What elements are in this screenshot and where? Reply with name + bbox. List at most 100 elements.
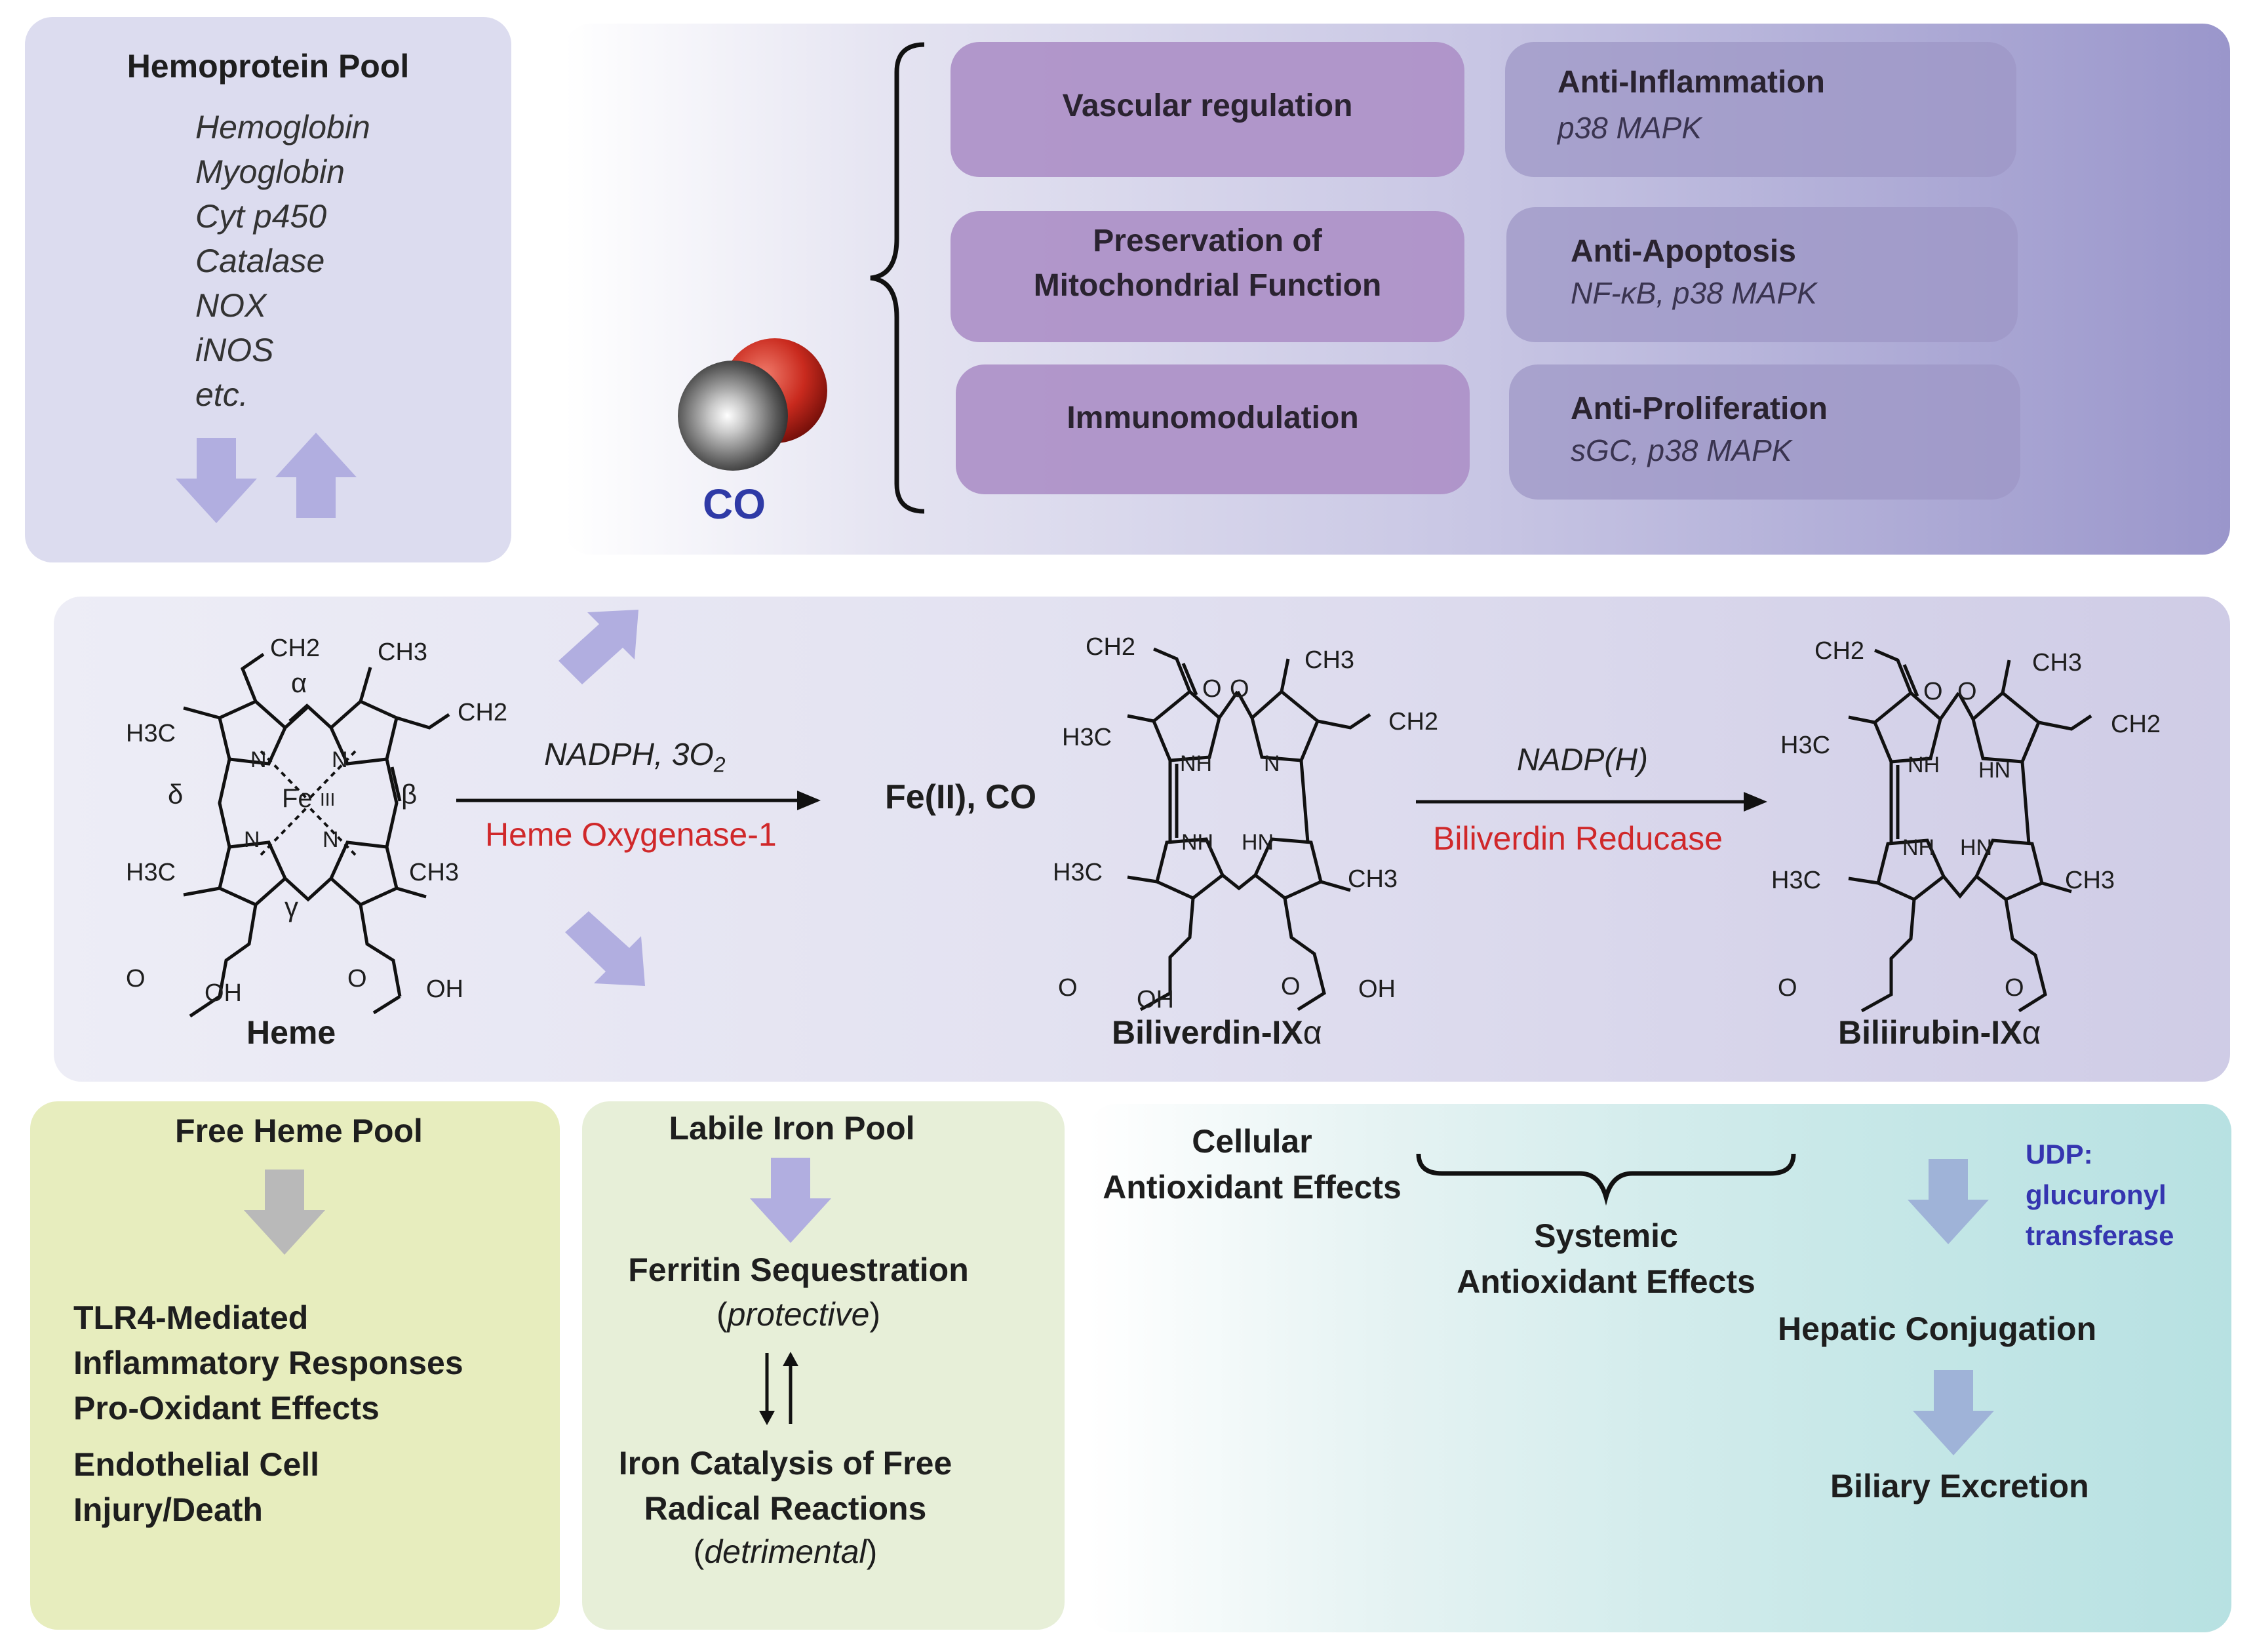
cellular-line: Cellular [1192,1123,1312,1160]
heme-label: OH [426,975,463,1003]
iron-catalysis: Iron Catalysis of Free Radical Reactions [582,1441,989,1531]
tag-line: Preservation of [1093,224,1322,258]
bilirubin-structure [1848,648,2092,1013]
bilirubin-label: CH2 [2111,711,2161,738]
reaction-arrow-icon [1416,792,1767,812]
heme-label: CH2 [270,635,321,662]
tag-mitochondrial-function [951,211,1464,342]
step1-cofactor-text: NADPH, 3O [544,738,714,772]
biliverdin-label: NH [1181,830,1214,855]
step1-cofactor-sub: 2 [713,753,726,777]
tag-anti-apoptosis [1506,207,2018,342]
products-fe-co: Fe(II), CO [885,778,1037,816]
bilirubin-label: H3C [1780,732,1831,759]
udp-line: UDP: [2026,1139,2093,1170]
heme-label: Fe [282,784,313,813]
hemoprotein-list: Hemoglobin Myoglobin Cyt p450 Catalase N… [195,105,370,417]
bilirubin-label: H3C [1771,867,1822,894]
bilirubin-label: O [2005,974,2024,1002]
heme-label: OH [205,979,242,1007]
enzyme-biliverdin-reducase: Biliverdin Reducase [1433,820,1723,857]
biliverdin-name: Biliverdin-IXα [1112,1013,1322,1052]
co-molecule-icon [678,338,827,471]
heme-name: Heme [246,1014,336,1051]
down-right-arrow-icon [565,911,645,986]
udp-line: glucuronyl [2026,1179,2167,1210]
heme-label: α [291,667,307,698]
ferritin-note: (protective) [716,1296,881,1333]
systemic-antioxidant: Systemic Antioxidant Effects [1429,1213,1783,1305]
tag-label: Immunomodulation [1067,401,1359,435]
heme-label: H3C [126,720,176,747]
cellular-line: Antioxidant Effects [1103,1169,1402,1206]
free-heme-line: Endothelial Cell [73,1446,320,1483]
brace-horizontal-icon [1416,1153,1796,1206]
heme-label: N [332,747,348,772]
udp-line: transferase [2026,1220,2174,1251]
down-arrow-icon [1913,1370,1994,1455]
biliverdin-label: O [1230,675,1249,703]
labile-iron-title: Labile Iron Pool [669,1110,915,1147]
brace-icon [870,42,925,514]
down-arrow-icon [750,1158,831,1243]
hemoprotein-item: NOX [195,287,267,324]
free-heme-line: Pro-Oxidant Effects [73,1390,380,1426]
free-heme-line: Injury/Death [73,1491,263,1528]
biliverdin-structure [1127,647,1371,1012]
step2-cofactor: NADP(H) [1517,743,1648,777]
heme-label: H3C [126,859,176,886]
enzyme-heme-oxygenase: Heme Oxygenase-1 [485,816,777,853]
free-heme-effects-2: Endothelial Cell Injury/Death [73,1442,319,1533]
antioxidant-panel [1088,1104,2231,1632]
heme-label: CH2 [458,699,508,726]
biliverdin-name-text: Biliverdin-IX [1112,1014,1303,1051]
bilirubin-label: O [1778,974,1797,1002]
hemoprotein-item: Catalase [195,243,325,279]
hemoprotein-pool-title: Hemoprotein Pool [127,48,410,85]
heme-label: N [244,827,260,852]
step1-cofactor: NADPH, 3O2 [544,737,726,777]
catalysis-note: (detrimental) [693,1533,878,1570]
tag-sublabel: NF-κB, p38 MAPK [1571,276,1817,310]
tag-label: Anti-Proliferation [1571,391,1828,426]
catalysis-note-text: detrimental [704,1533,867,1570]
systemic-line: Antioxidant Effects [1457,1263,1755,1300]
heme-label: γ [284,892,298,922]
tag-label: Preservation of Mitochondrial Function [951,219,1464,308]
bilirubin-greek: α [2022,1014,2041,1051]
udp-enzyme: UDP: glucuronyl transferase [2026,1134,2174,1256]
hemoprotein-item: Cyt p450 [195,198,327,235]
tag-label: Anti-Apoptosis [1571,234,1796,269]
bilirubin-label: O [1957,678,1977,705]
bilirubin-label: CH3 [2065,867,2115,894]
tag-line: Mitochondrial Function [1033,268,1382,303]
biliverdin-greek: α [1303,1014,1322,1051]
biliverdin-label: OH [1137,986,1174,1013]
hemoprotein-item: Myoglobin [195,153,345,190]
biliverdin-label: O [1058,974,1078,1002]
down-arrow-icon [176,438,257,523]
ferritin-sequestration: Ferritin Sequestration [628,1251,969,1288]
bilirubin-label: NH [1908,753,1940,777]
heme-label: O [126,965,146,993]
tag-sublabel: p38 MAPK [1558,111,1702,145]
biliverdin-label: O [1202,675,1222,703]
down-arrow-icon [244,1170,325,1255]
biliverdin-label: H3C [1062,724,1112,751]
cellular-antioxidant: Cellular Antioxidant Effects [1082,1118,1422,1210]
biliverdin-label: OH [1358,975,1396,1003]
tag-label: Vascular regulation [1062,88,1353,123]
hemoprotein-item: etc. [195,376,248,413]
co-label: CO [703,481,766,528]
biliverdin-label: CH2 [1086,633,1136,661]
iron-catalysis-line: Radical Reactions [644,1490,927,1527]
heme-structure [183,652,450,1018]
heme-label: N [250,747,267,772]
heme-label: CH3 [409,859,460,886]
bilirubin-name: Biliirubin-IXα [1838,1013,2041,1052]
down-arrow-icon [1908,1159,1989,1244]
heme-label: β [401,779,418,810]
hepatic-conjugation: Hepatic Conjugation [1778,1310,2097,1347]
biliverdin-label: CH3 [1348,865,1398,893]
tag-sublabel: sGC, p38 MAPK [1571,433,1792,467]
